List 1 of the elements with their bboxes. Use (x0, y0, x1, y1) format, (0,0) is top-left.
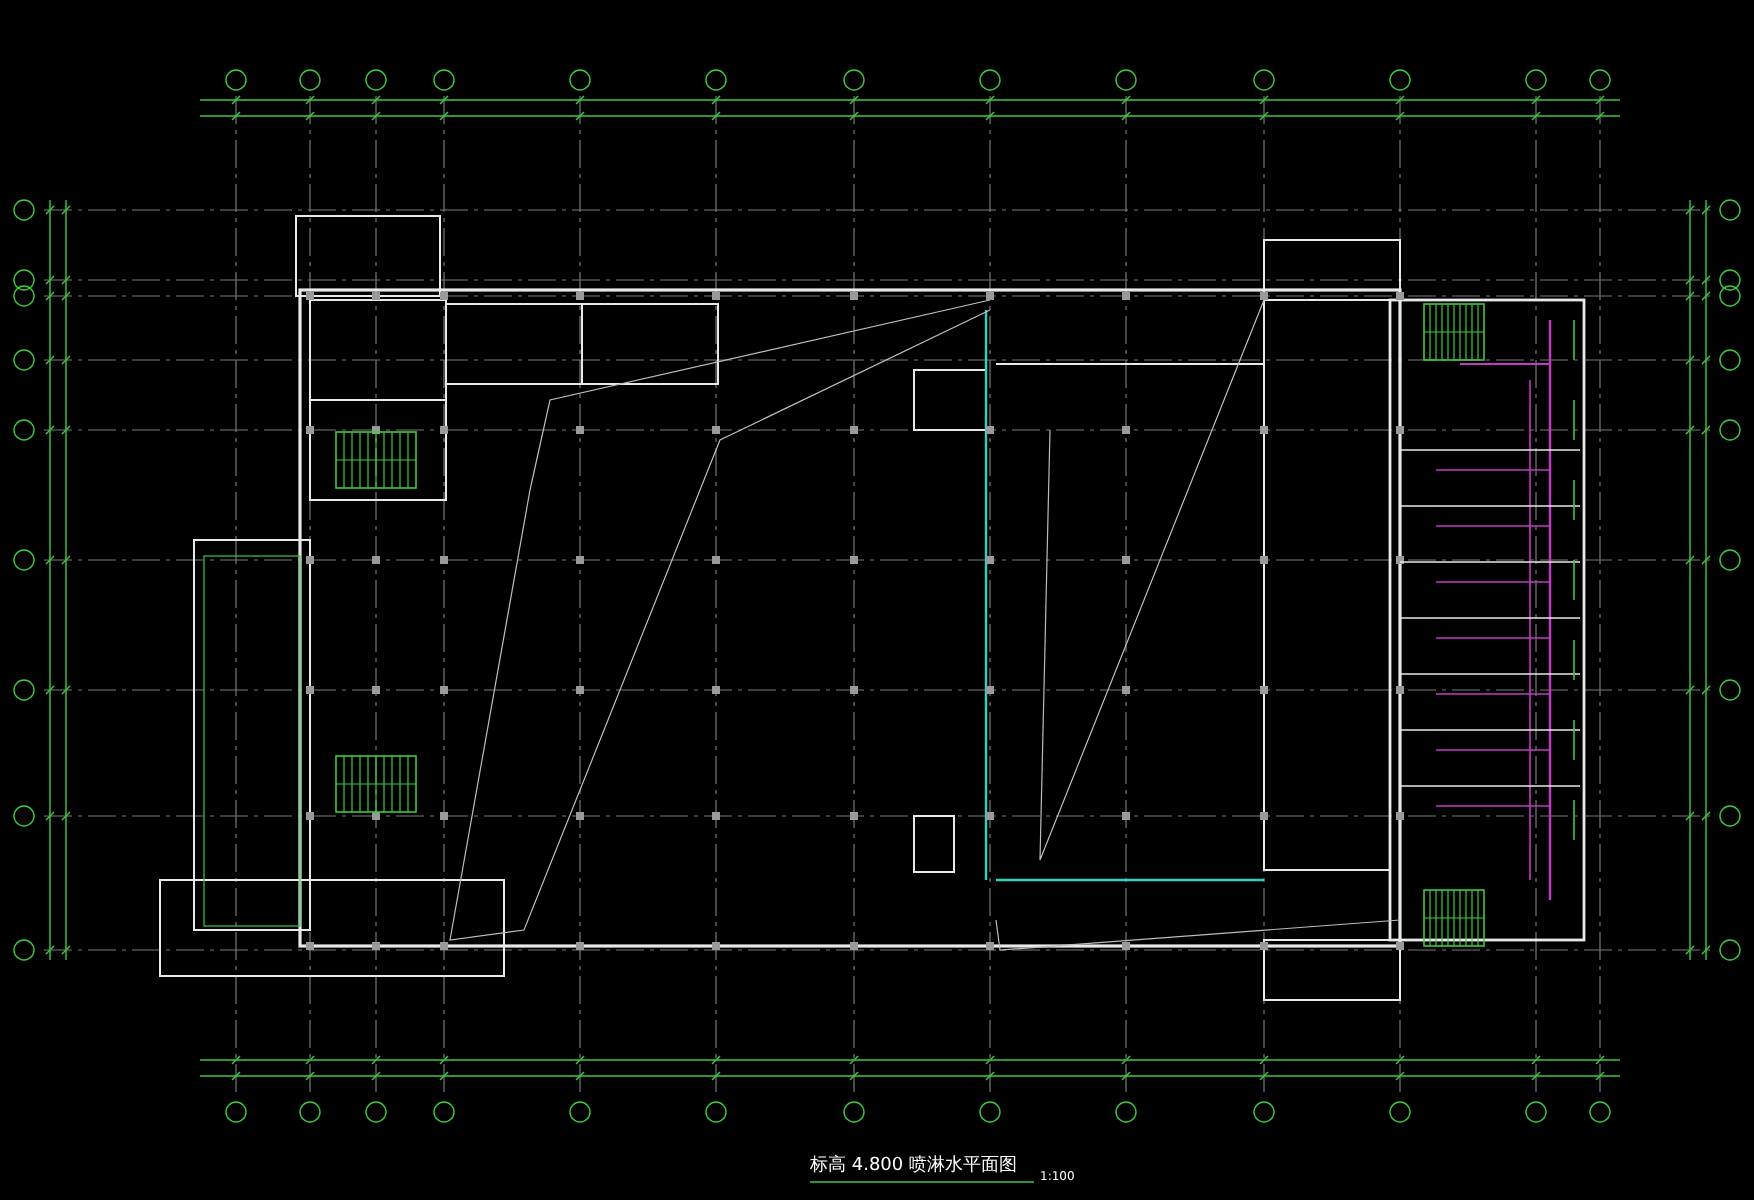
drawing-title: 标高 4.800 喷淋水平面图 (810, 1153, 1017, 1178)
